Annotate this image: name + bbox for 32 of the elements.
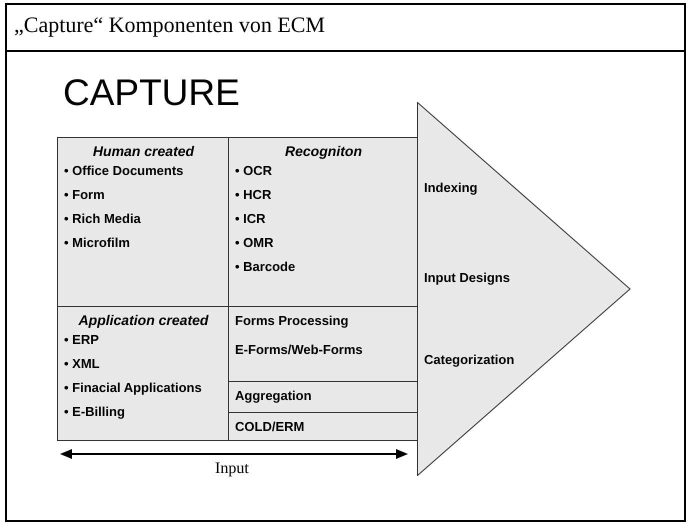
list-item: • Microfilm — [64, 235, 131, 250]
list-item: • OMR — [235, 235, 274, 250]
list-item: • Rich Media — [64, 211, 142, 226]
column-heading: Human created — [92, 143, 196, 159]
heading: CAPTURE — [63, 72, 240, 114]
table-cell — [228, 137, 419, 308]
table-cell — [228, 306, 419, 383]
cell-text: Forms Processing — [235, 313, 350, 328]
table-cell — [228, 412, 419, 441]
table-cell — [57, 306, 230, 441]
cell-text: Aggregation — [235, 388, 313, 403]
table-cell — [228, 381, 419, 414]
list-item: • Office Documents — [64, 163, 184, 178]
list-item: • Form — [64, 187, 106, 202]
list-item: • ERP — [64, 332, 100, 347]
list-item: • XML — [64, 356, 101, 371]
list-item: • Finacial Applications — [64, 380, 203, 395]
list-item: • Barcode — [235, 259, 296, 274]
arrow-text: Categorization — [424, 352, 514, 367]
list-item: • OCR — [235, 163, 274, 178]
cell-text: E-Forms/Web-Forms — [235, 342, 364, 357]
cell-text: COLD/ERM — [235, 419, 306, 434]
list-item: • ICR — [235, 211, 267, 226]
dimension-label: Input — [215, 460, 249, 478]
list-item: • HCR — [235, 187, 272, 202]
column-heading: Application created — [77, 312, 210, 328]
list-item: • E-Billing — [64, 404, 126, 419]
slide-title: „Capture“ Komponenten von ECM — [14, 12, 325, 38]
column-heading: Recogniton — [284, 143, 363, 159]
table-cell — [57, 137, 230, 308]
arrow-text: Input Designs — [424, 270, 510, 285]
arrow-text: Indexing — [424, 180, 478, 195]
